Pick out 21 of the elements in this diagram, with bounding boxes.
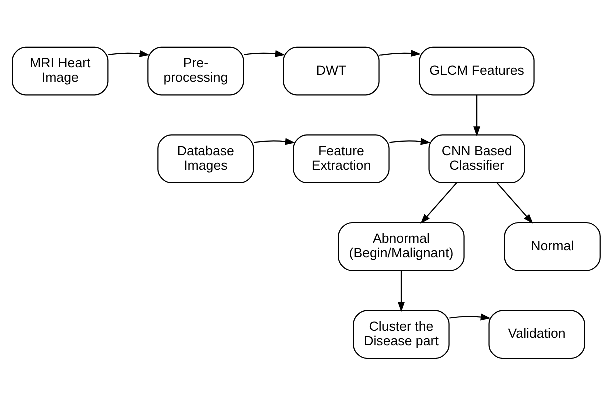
- arrow: [496, 182, 534, 224]
- node-box: Validation: [488, 310, 586, 359]
- arrow: [398, 270, 405, 312]
- node-box: MRI Heart Image: [12, 46, 109, 96]
- node-box: DWT: [283, 46, 380, 96]
- arrow: [474, 94, 481, 136]
- node-box: Database Images: [158, 134, 254, 184]
- arrow: [108, 50, 150, 57]
- arrow: [420, 182, 458, 224]
- arrow: [450, 313, 491, 320]
- arrow: [379, 50, 422, 57]
- node-box: Feature Extraction: [293, 134, 390, 184]
- node-box: Normal: [504, 222, 601, 271]
- node-box: Abnormal (Begin/Malignant): [338, 222, 465, 271]
- arrow: [390, 138, 431, 145]
- arrow: [244, 50, 286, 57]
- node-box: Cluster the Disease part: [353, 310, 450, 359]
- node-box: Pre- processing: [148, 46, 244, 96]
- node-box: CNN Based Classifier: [428, 134, 526, 184]
- arrow: [254, 138, 296, 145]
- node-box: GLCM Features: [419, 46, 535, 96]
